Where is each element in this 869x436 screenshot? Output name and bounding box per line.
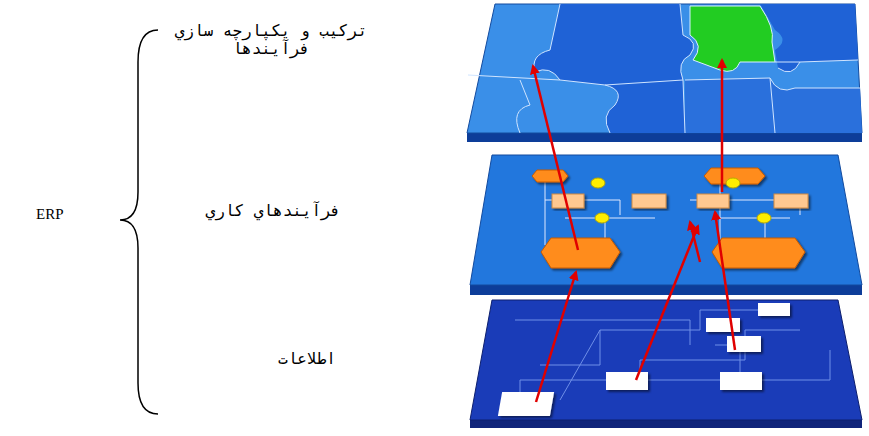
layer-title: ترکیب و یکپارچه سازي فرآیندها (168, 22, 374, 59)
puzzle-plate (467, 4, 862, 142)
data-plate (470, 300, 862, 428)
flow-arrows (533, 60, 735, 402)
layer-title: اطلاعات (204, 350, 410, 368)
process-plate (470, 155, 862, 295)
curly-brace (120, 30, 158, 414)
layer-title: فرآیندهاي کاري (170, 202, 376, 220)
system-name: ERP (36, 206, 64, 223)
